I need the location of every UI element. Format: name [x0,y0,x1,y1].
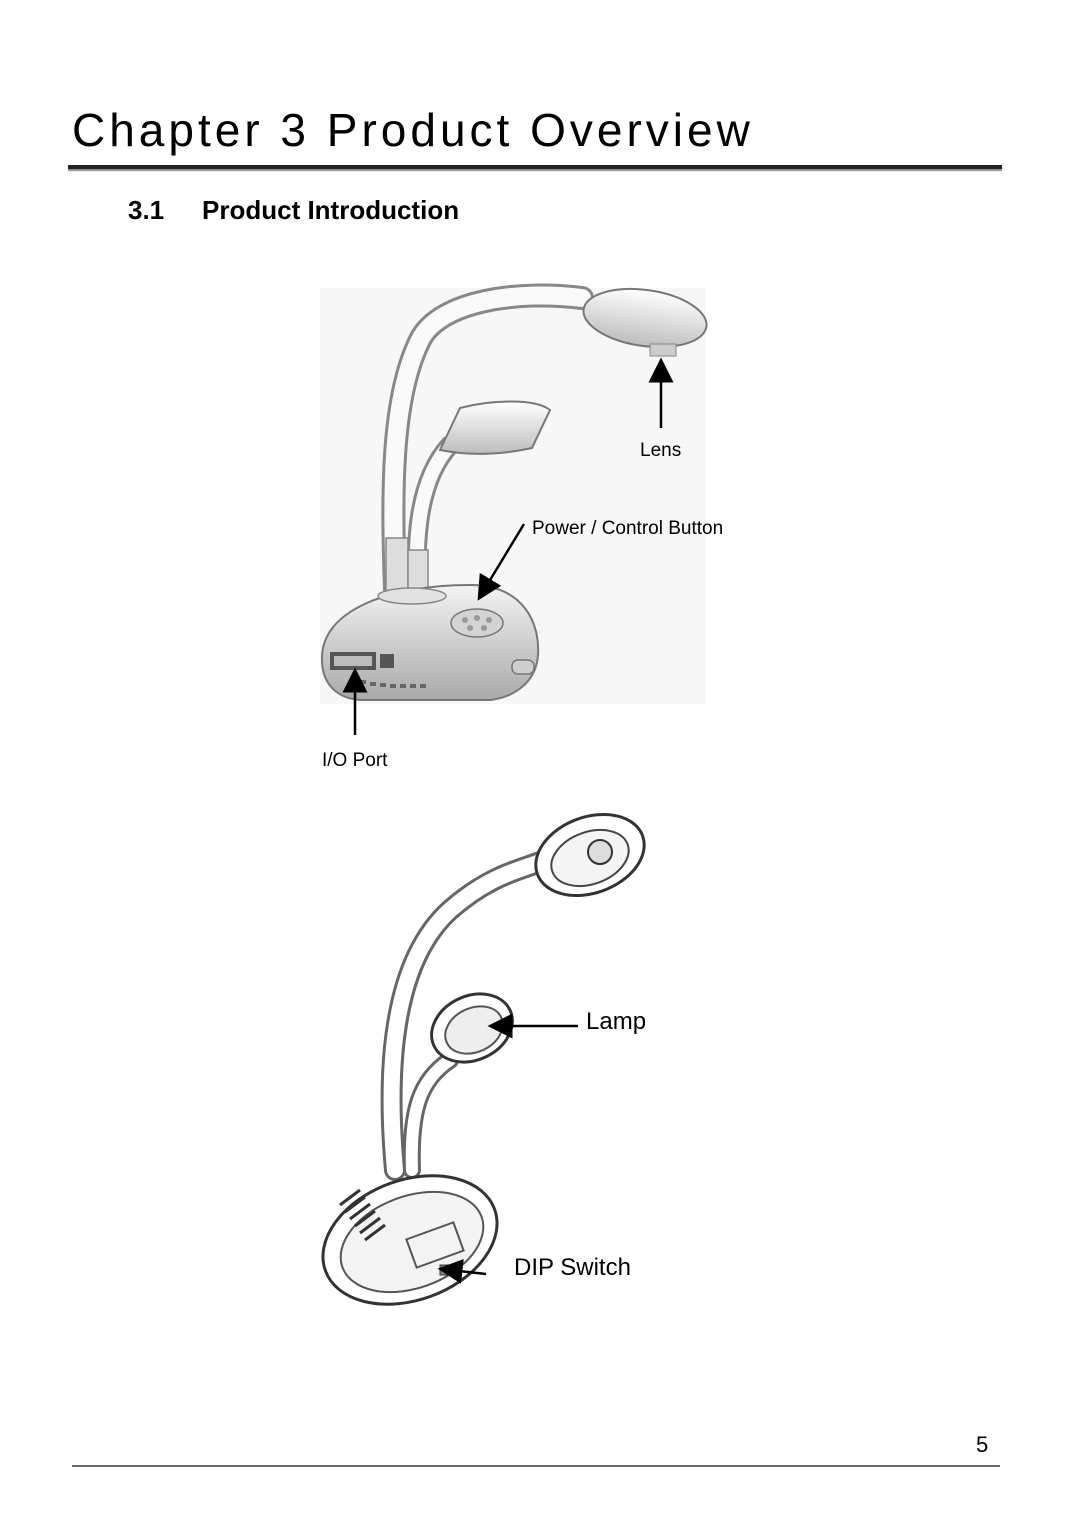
page-number: 5 [976,1432,989,1457]
dip-switch-arrow [437,1258,487,1284]
power-control-arrow [477,523,526,601]
lens-label: Lens [640,440,682,461]
lamp-label: Lamp [586,1008,647,1035]
footer-divider [72,1465,1000,1467]
camera-bottom-drawing [321,812,646,1306]
section-title: Product Introduction [202,195,460,225]
document-camera-front-illustration: Lens Power / Control Button I/O Port [300,280,750,780]
camera-front-drawing [320,283,708,735]
section-number: 3.1 [128,195,165,225]
dip-switch-label: DIP Switch [514,1254,631,1281]
section-heading: 3.1 Product Introduction [128,192,459,228]
document-camera-bottom-illustration: Lamp DIP Switch [300,810,700,1310]
power-control-button-label: Power / Control Button [532,518,724,539]
chapter-title: Chapter 3 Product Overview [72,104,754,156]
title-divider [68,165,1002,169]
io-port-label: I/O Port [322,750,388,771]
